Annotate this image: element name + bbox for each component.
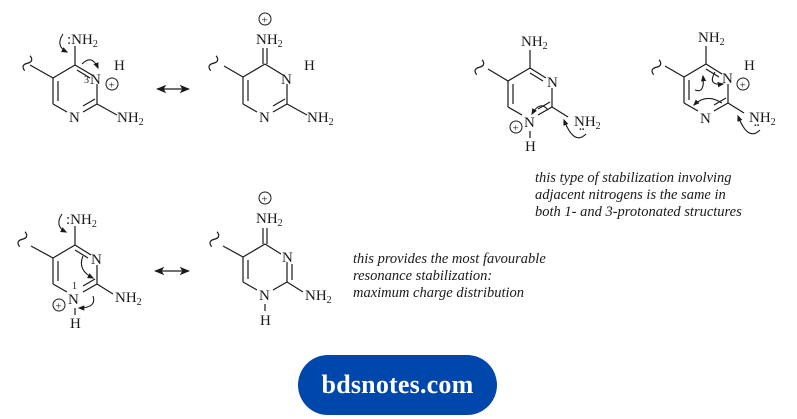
h-atom: H (304, 58, 315, 74)
nh2-label: NH2 (115, 290, 142, 308)
nh2-label: NH2 (521, 34, 548, 52)
structure-n3-protonated-a: :NH2 N 3 H + N NH2 (22, 32, 144, 128)
curved-arrow-icon (77, 295, 95, 311)
plus-sign: + (262, 15, 268, 27)
h-atom: H (260, 313, 271, 329)
plus-sign: + (109, 80, 115, 92)
note-adjacent-nitrogens: this type of stabilization involving adj… (535, 170, 742, 221)
plus-sign: + (262, 194, 268, 206)
curved-arrow-icon (81, 59, 99, 70)
note-line: both 1- and 3-protonated structures (535, 204, 742, 220)
structure-n1-protonated-a: :NH2 N 1 N H + NH2 (17, 212, 142, 332)
n1-atom: N (259, 288, 270, 304)
n1-position-label: 1 (72, 281, 77, 292)
brand-label: bdsnotes.com (321, 370, 474, 399)
nh2-label: NH2 (305, 288, 332, 306)
lone-pair-dots: .. (754, 117, 760, 129)
plus-sign: + (56, 301, 62, 313)
plus-sign: + (740, 80, 746, 92)
n3-atom: N (281, 72, 292, 88)
h-atom: H (744, 58, 755, 74)
n3-atom: N (722, 71, 733, 87)
plus-charge-icon (509, 120, 523, 134)
plus-sign: + (513, 123, 519, 135)
structure-n3-protonated-b: + NH2 N H N NH2 (208, 12, 334, 128)
h-atom: H (114, 58, 125, 74)
curved-arrow-icon (563, 118, 587, 139)
iminium-nh2-label: NH2 (256, 32, 283, 50)
n3-atom: N (91, 252, 102, 268)
lone-pair-nh2-label: :NH2 (66, 212, 97, 230)
plus-charge-icon (258, 12, 272, 26)
n1-atom: N (69, 110, 80, 126)
n1-atom: N (259, 110, 270, 126)
nh2-label: NH2 (749, 110, 776, 128)
note-line: resonance stabilization: (353, 268, 493, 284)
note-line: maximum charge distribution (353, 285, 525, 301)
plus-charge-icon (736, 77, 750, 91)
plus-charge-icon (105, 77, 119, 91)
curved-arrow-icon (531, 105, 549, 116)
wavy-bond-icon (22, 55, 33, 72)
n1-atom: N (68, 292, 79, 308)
lone-pair-dots: .. (579, 121, 585, 133)
curved-arrow-icon (694, 74, 707, 92)
n3-position-label: 3 (84, 75, 89, 86)
curved-arrow-icon (737, 114, 761, 135)
brand-badge[interactable]: bdsnotes.com (298, 355, 497, 415)
note-line: this provides the most favourable (353, 251, 546, 267)
curved-arrow-icon (58, 213, 68, 233)
lone-pair-nh2-label: :NH2 (67, 32, 98, 50)
note-line: adjacent nitrogens is the same in (535, 187, 726, 203)
iminium-nh2-label: NH2 (256, 211, 283, 229)
plus-charge-icon (52, 298, 66, 312)
n3-atom: N (547, 75, 558, 91)
plus-charge-icon (258, 191, 272, 205)
structure-n1-protonated-adjacent: NH2 N N H + NH2 .. (474, 34, 601, 155)
n3-atom: N (282, 250, 293, 266)
n1-atom: N (524, 115, 535, 131)
note-most-favourable: this provides the most favourable resona… (353, 251, 546, 302)
curved-arrow-icon (711, 71, 725, 88)
curved-arrow-icon (59, 33, 69, 53)
nh2-label: NH2 (698, 30, 725, 48)
curved-arrow-icon (80, 255, 95, 279)
n3-atom: N (90, 72, 101, 88)
structure-n1-protonated-b: + NH2 N N H NH2 (209, 191, 332, 329)
h-atom: H (525, 139, 536, 155)
nh2-label: NH2 (574, 114, 601, 132)
nh2-label: NH2 (117, 110, 144, 128)
curved-arrow-icon (693, 97, 723, 106)
n1-atom: N (700, 111, 711, 127)
structure-n3-protonated-adjacent: NH2 N H + N NH2 .. (651, 30, 776, 135)
nh2-label: NH2 (307, 110, 334, 128)
note-line: this type of stabilization involving (535, 170, 732, 186)
h-atom: H (70, 316, 81, 332)
